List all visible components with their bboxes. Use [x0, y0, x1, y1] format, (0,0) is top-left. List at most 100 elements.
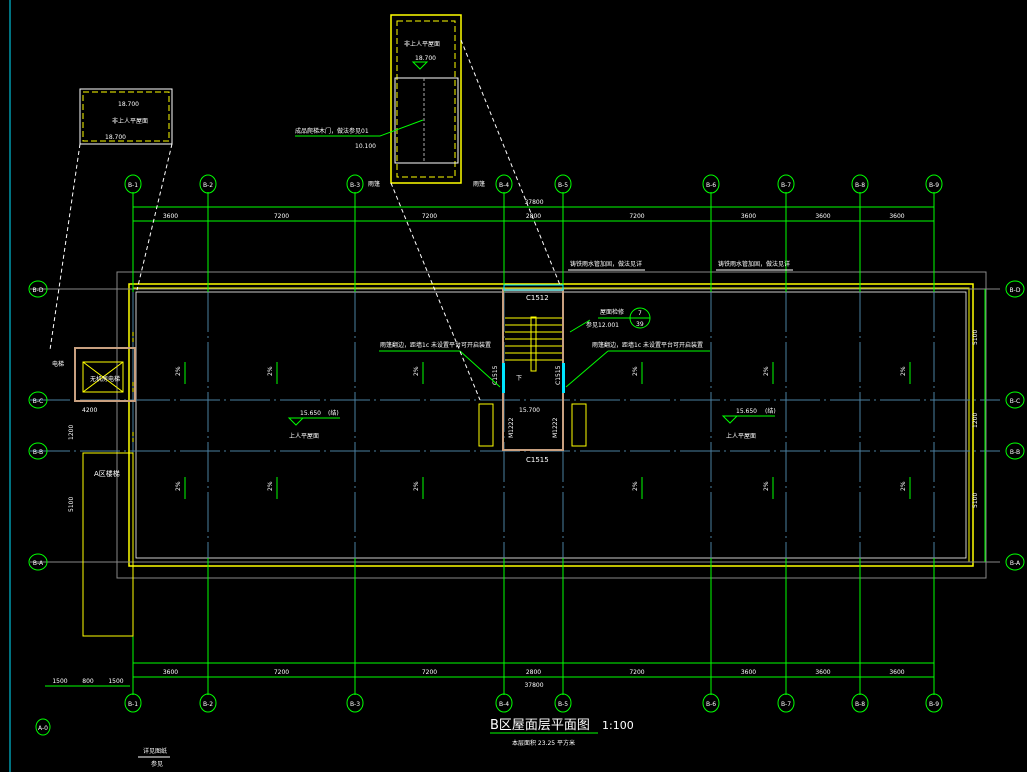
axis-bubble	[35, 718, 51, 736]
axis-label: B-4	[499, 182, 509, 189]
dimension-total: 37800	[524, 199, 543, 206]
svg-text:7: 7	[638, 310, 642, 317]
elevation-left: 15.650 (结) 上人平屋面	[287, 409, 340, 440]
pipe-note-2: 铸铁雨水管加固，做法见详	[718, 260, 790, 268]
axis-label: B-2	[203, 182, 213, 189]
svg-text:(结): (结)	[328, 409, 339, 417]
axis-label: B-C	[33, 398, 43, 405]
axis-bubble	[124, 174, 142, 194]
dimension-text: 1500	[108, 678, 123, 685]
area-note: 本层面积 23.25 平方米	[512, 739, 575, 747]
axis-bubble	[495, 693, 513, 713]
axis-label: B-A	[33, 560, 44, 567]
slope-label: 2%	[175, 366, 182, 376]
axis-bubble	[702, 174, 720, 194]
door-left-label: M1222	[508, 417, 515, 438]
axis-bubble	[124, 693, 142, 713]
door-right-label: M1222	[552, 417, 559, 438]
svg-text:18.700: 18.700	[105, 134, 126, 141]
svg-text:18.700: 18.700	[118, 101, 139, 108]
axis-label: B-D	[33, 287, 44, 294]
axis-label: B-8	[855, 701, 865, 708]
axis-label: B-7	[781, 182, 791, 189]
dimension-text: 7200	[422, 669, 437, 676]
dimension-text: 5100	[68, 497, 75, 512]
axis-bubble	[702, 693, 720, 713]
slope-label: 2%	[763, 366, 770, 376]
dimension-text: 3600	[163, 669, 178, 676]
dimension-text: 1200	[972, 413, 979, 428]
svg-text:无机房电梯: 无机房电梯	[90, 375, 120, 383]
svg-text:15.650: 15.650	[300, 410, 321, 417]
window-right-label: C1515	[555, 365, 562, 385]
dimension-text: 5100	[972, 493, 979, 508]
parapet-line	[135, 291, 967, 559]
axis-label: B-5	[558, 701, 568, 708]
axis-label: B-1	[128, 701, 138, 708]
axis-bubble	[346, 693, 364, 713]
window-left-label: C1515	[492, 365, 499, 385]
axis-label: B-9	[929, 701, 939, 708]
axis-label: B-6	[706, 701, 716, 708]
left-roof-detail: 18.700 非上人平屋面 18.700	[49, 88, 173, 351]
svg-text:参见12.001: 参见12.001	[586, 321, 619, 329]
svg-text:屋面检修: 屋面检修	[600, 308, 624, 316]
slope-label: 2%	[763, 481, 770, 491]
dimension-text: 2800	[526, 669, 541, 676]
axis-label: B-8	[855, 182, 865, 189]
dimension-text: 3600	[815, 213, 830, 220]
parapet-outer	[128, 283, 974, 567]
dimension-text: 7200	[274, 669, 289, 676]
svg-text:18.700: 18.700	[415, 55, 436, 62]
svg-text:雨篷: 雨篷	[473, 180, 485, 188]
axis-label: B-2	[203, 701, 213, 708]
dimension-text: 7200	[629, 669, 644, 676]
axis-label: B-7	[781, 701, 791, 708]
axis-label: B-B	[33, 449, 43, 456]
parapet-inner	[132, 287, 970, 563]
axis-label: B-3	[350, 182, 360, 189]
drawing-title: B区屋面层平面图	[490, 718, 590, 733]
svg-text:非上人平屋面: 非上人平屋面	[112, 117, 148, 125]
elevator-shaft: 无机房电梯 电梯	[52, 347, 136, 402]
axis-bubble	[777, 174, 795, 194]
slope-label: 2%	[900, 481, 907, 491]
svg-text:电梯: 电梯	[52, 360, 64, 368]
slope-label: 2%	[413, 481, 420, 491]
svg-text:15.650: 15.650	[736, 408, 757, 415]
slope-label: 2%	[267, 366, 274, 376]
pipe-note-1: 铸铁雨水管加固，做法见详	[570, 260, 642, 268]
axis-label: B-1	[128, 182, 138, 189]
bottom-note-2: 参见	[151, 760, 163, 768]
slope-label: 2%	[632, 366, 639, 376]
axis-label: A-0	[38, 725, 48, 732]
axis-bubble	[28, 442, 48, 460]
axis-bubble	[346, 174, 364, 194]
drawing-scale: 1:100	[602, 719, 634, 732]
axis-bubble	[777, 693, 795, 713]
axis-bubble	[28, 553, 48, 571]
axis-bubble	[554, 693, 572, 713]
axis-bubble	[199, 693, 217, 713]
svg-text:39: 39	[636, 321, 644, 328]
roof-type-left: 上人平屋面	[289, 432, 319, 440]
axis-bubble	[28, 391, 48, 409]
axis-label: B-D	[1010, 287, 1021, 294]
axis-bubble	[1005, 391, 1025, 409]
svg-text:A区楼梯: A区楼梯	[94, 469, 120, 478]
elevation-right: 15.650 (结) 上人平屋面	[721, 407, 776, 440]
axis-bubble	[1005, 442, 1025, 460]
svg-text:10.100: 10.100	[355, 143, 376, 150]
axis-label: B-6	[706, 182, 716, 189]
window-top-label: C1512	[526, 294, 549, 302]
axis-label: B-4	[499, 701, 509, 708]
dimension-text: 4200	[82, 407, 97, 414]
slope-label: 2%	[267, 481, 274, 491]
dimension-text: 3600	[741, 669, 756, 676]
axis-bubble	[851, 693, 869, 713]
axis-bubble	[199, 174, 217, 194]
stair-elev-label: 15.700	[519, 407, 540, 414]
dimension-text: 7200	[422, 213, 437, 220]
overflow-note-left: 雨篷翻边，距墙1c 未设置平台可开启装置	[380, 341, 491, 349]
